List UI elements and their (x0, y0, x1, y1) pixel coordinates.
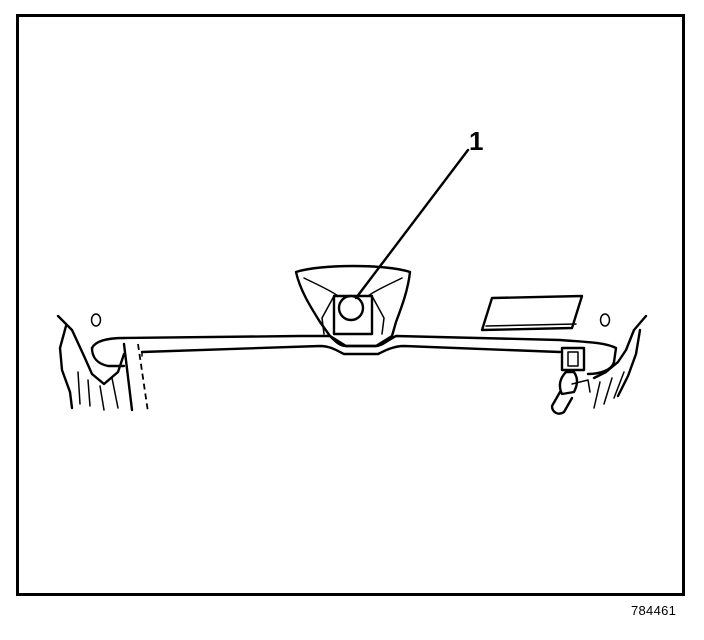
right-connector (550, 346, 591, 415)
left-body-panel (56, 313, 126, 411)
right-bolt-hole (599, 313, 611, 327)
left-bolt-hole (90, 313, 102, 327)
right-placard (480, 294, 584, 332)
callout-1-leader (354, 148, 470, 300)
callout-1-label: 1 (469, 126, 484, 156)
left-reference-line (122, 342, 149, 413)
bumper-fascia (90, 334, 618, 376)
right-body-panel (592, 314, 648, 409)
figure-id: 784461 (631, 603, 677, 618)
lamp-bulb (337, 294, 365, 322)
license-lamp-housing (294, 264, 412, 348)
